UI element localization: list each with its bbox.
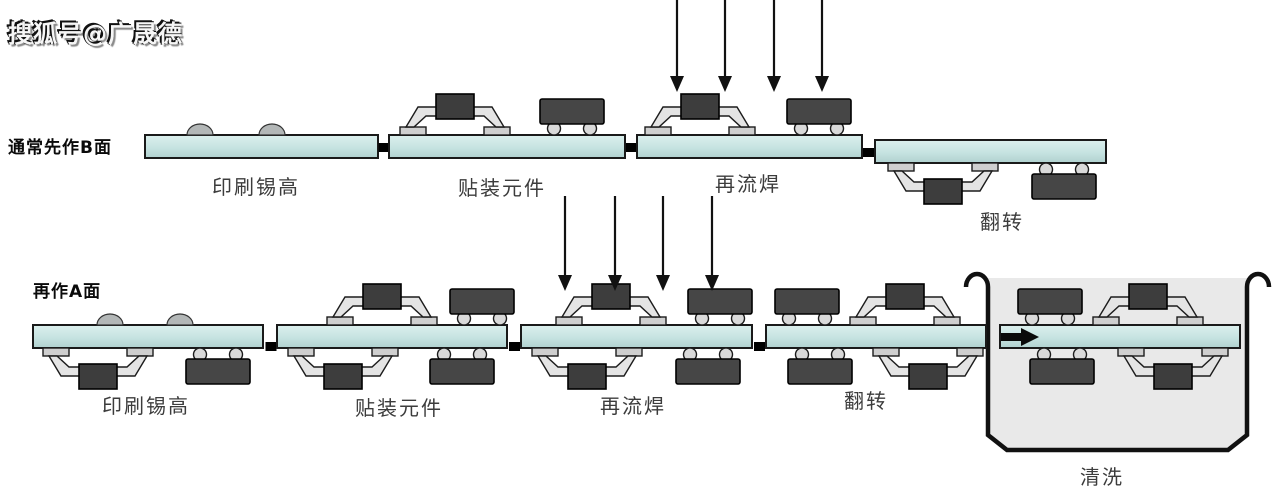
tank-wall	[963, 271, 1272, 453]
board-connector	[509, 342, 520, 351]
chip-component	[539, 98, 605, 136]
stage-label-a-place: 贴装元件	[355, 396, 443, 420]
stage-label-a-paste: 印刷锡高	[102, 394, 190, 418]
chip-component	[786, 98, 852, 136]
chip-component	[687, 288, 753, 326]
solder-paste-bump	[96, 313, 124, 326]
chip-component-bottom	[787, 347, 853, 385]
solder-paste-bump	[186, 123, 214, 136]
pcb-board-flipped	[765, 324, 987, 349]
board-connector	[378, 143, 390, 152]
ic-component	[326, 283, 438, 326]
stage-label-a-flip: 翻转	[844, 389, 888, 413]
reflow-heat-arrow	[556, 194, 574, 293]
ic-component	[849, 283, 961, 326]
chip-component-bottom	[429, 347, 495, 385]
row-a-graphics	[32, 194, 1241, 390]
board-connector	[754, 342, 765, 351]
solder-paste-bump	[166, 313, 194, 326]
row-a-label: 再作A面	[33, 282, 102, 302]
ic-component	[644, 93, 756, 136]
chip-component-bottom	[675, 347, 741, 385]
right-arrow-icon	[1001, 328, 1039, 346]
ic-component	[399, 93, 511, 136]
reflow-heat-arrow	[654, 194, 672, 293]
ic-component	[555, 283, 667, 326]
pcb-board	[388, 134, 626, 159]
ic-component-bottom	[531, 347, 643, 390]
chip-component	[774, 288, 840, 326]
pcb-board-flipped	[874, 139, 1107, 164]
pcb-board	[636, 134, 863, 159]
watermark: 搜狐号@广晟德	[8, 20, 183, 48]
reflow-heat-arrow	[606, 194, 624, 293]
pcb-board	[520, 324, 753, 349]
row-b-graphics	[144, 0, 1107, 205]
stage-label-b-place: 贴装元件	[458, 176, 546, 200]
ic-component-bottom	[887, 162, 999, 205]
reflow-heat-arrow	[765, 0, 783, 94]
reflow-heat-arrow	[716, 0, 734, 94]
chip-component-bottom	[1031, 162, 1097, 200]
stage-label-a-clean: 清洗	[1080, 465, 1124, 489]
row-b-label: 通常先作B面	[8, 138, 112, 158]
pcb-board	[144, 134, 379, 159]
board-connector	[863, 148, 874, 157]
ic-component-bottom	[287, 347, 399, 390]
pcb-board	[276, 324, 508, 349]
reflow-heat-arrow	[703, 194, 721, 293]
reflow-heat-arrow	[813, 0, 831, 94]
reflow-heat-arrow	[668, 0, 686, 94]
board-connector	[626, 143, 637, 152]
stage-label-b-reflow: 再流焊	[715, 172, 781, 196]
stage-label-b-flip: 翻转	[980, 210, 1024, 234]
chip-component-bottom	[185, 347, 251, 385]
stage-label-b-paste: 印刷锡高	[212, 175, 300, 199]
stage-label-a-reflow: 再流焊	[600, 394, 666, 418]
ic-component-bottom	[872, 347, 984, 390]
solder-paste-bump	[258, 123, 286, 136]
chip-component	[449, 288, 515, 326]
board-connector	[265, 342, 277, 351]
pcb-board	[32, 324, 264, 349]
ic-component-bottom	[42, 347, 154, 390]
